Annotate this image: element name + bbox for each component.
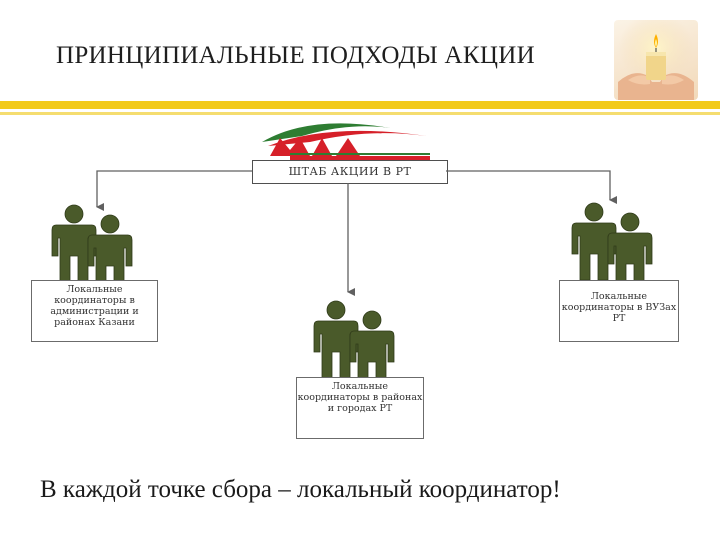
people-icon bbox=[306, 300, 406, 388]
coordinator-box-right: Локальные координаторы в ВУЗах РТ bbox=[559, 280, 679, 342]
coordinator-box-middle: Локальные координаторы в районах и город… bbox=[296, 377, 424, 439]
connector-left bbox=[96, 170, 252, 211]
people-icon bbox=[44, 204, 144, 292]
page-title: ПРИНЦИПИАЛЬНЫЕ ПОДХОДЫ АКЦИИ bbox=[56, 42, 535, 69]
people-icon bbox=[564, 202, 664, 290]
header-band-thin bbox=[0, 112, 720, 115]
logo bbox=[250, 120, 450, 162]
headquarters-box: ШТАБ АКЦИИ В РТ bbox=[252, 160, 448, 184]
connector-right bbox=[446, 170, 617, 204]
candle-photo bbox=[614, 20, 698, 100]
footer-text: В каждой точке сбора – локальный координ… bbox=[40, 476, 561, 503]
header-band bbox=[0, 101, 720, 109]
coordinator-box-left: Локальные координаторы в администрации и… bbox=[31, 280, 158, 342]
